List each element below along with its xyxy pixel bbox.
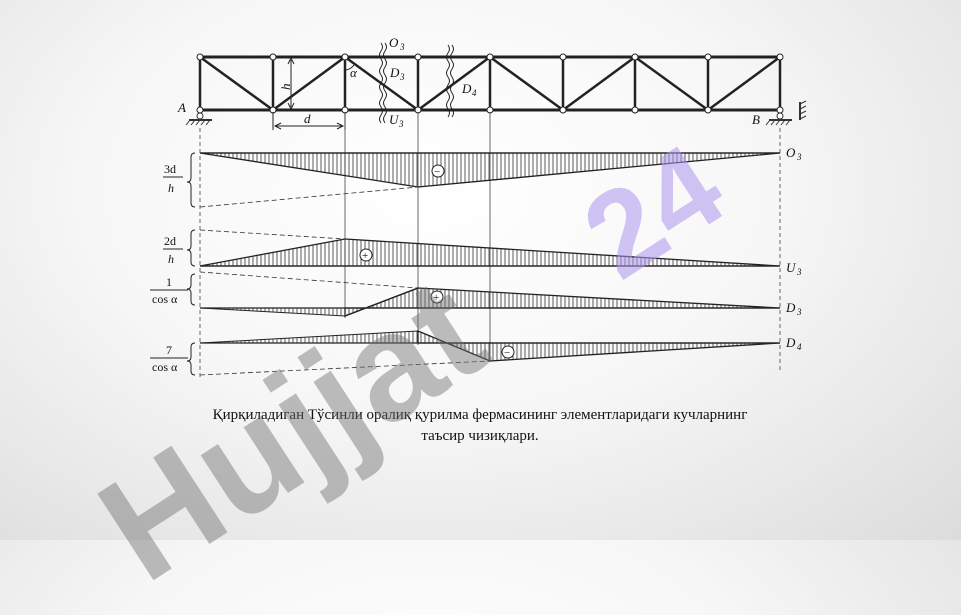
label-u3: U	[389, 112, 400, 127]
slide: A B O 3 D 3 D 4 U 3 α h d	[71, 35, 807, 613]
label-d3: D	[389, 65, 400, 80]
il-label-o3-sub: 3	[796, 152, 802, 162]
label-o3-sub: 3	[399, 42, 405, 52]
il-label-d4-sub: 4	[797, 342, 802, 352]
il-label-o3: O	[786, 145, 796, 160]
factor-u3-num: 2d	[164, 234, 176, 248]
sign-o3: −	[434, 166, 440, 178]
truss-influence-diagram: A B O 3 D 3 D 4 U 3 α h d	[150, 35, 807, 378]
dimensions	[272, 56, 355, 130]
sign-u3: +	[362, 250, 368, 262]
sign-markers: − + + −	[359, 164, 515, 359]
label-d3-sub: 3	[399, 72, 405, 82]
factor-d4-num: 7	[166, 343, 172, 357]
label-o3: O	[389, 35, 399, 50]
label-h: h	[278, 84, 293, 91]
section-cuts	[379, 42, 454, 124]
il-label-d3: D	[785, 300, 796, 315]
label-d4: D	[461, 81, 472, 96]
truss	[196, 53, 784, 114]
factor-labels: 3d h 2d h 1 cos α 7 cos α	[152, 162, 178, 374]
factor-u3-den: h	[168, 252, 174, 266]
support-a	[185, 112, 212, 126]
figure-caption: Қирқиладиган Тўсинли оралиқ қурилма ферм…	[212, 407, 748, 444]
il-label-d3-sub: 3	[796, 307, 802, 317]
sign-d3: +	[433, 292, 439, 304]
factor-d3-den: cos α	[152, 292, 178, 306]
sign-d4: −	[504, 347, 510, 359]
factor-braces	[150, 152, 196, 376]
label-d4-sub: 4	[472, 88, 477, 98]
support-b	[765, 100, 807, 126]
il-label-u3: U	[786, 260, 797, 275]
il-label-u3-sub: 3	[796, 267, 802, 277]
influence-line-u3	[199, 229, 781, 267]
influence-line-d3	[199, 271, 781, 317]
factor-o3-den: h	[168, 181, 174, 195]
influence-line-o3	[199, 152, 781, 208]
label-u3-sub: 3	[398, 119, 404, 129]
truss-labels: A B O 3 D 3 D 4 U 3 α h d	[177, 35, 760, 129]
factor-d4-den: cos α	[152, 360, 178, 374]
label-alpha: α	[350, 65, 358, 80]
influence-labels: O 3 U 3 D 3 D 4	[785, 145, 802, 352]
label-a: A	[177, 100, 186, 115]
factor-o3-num: 3d	[164, 162, 176, 176]
factor-d3-num: 1	[166, 275, 172, 289]
label-b: B	[752, 112, 760, 127]
il-label-d4: D	[785, 335, 796, 350]
label-d: d	[304, 111, 311, 126]
